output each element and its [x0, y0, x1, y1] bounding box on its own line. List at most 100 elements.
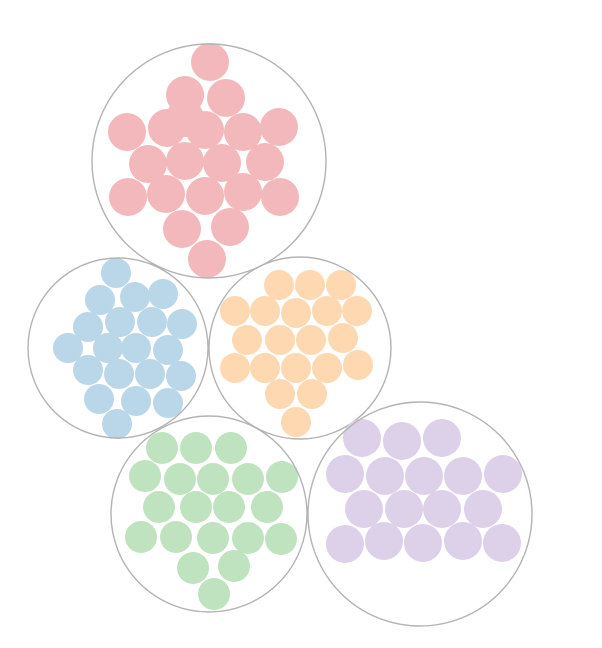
group-member-circle [167, 309, 197, 339]
group-member-circle [197, 522, 229, 554]
group-member-circle [423, 490, 461, 528]
group-member-circle [266, 461, 298, 493]
group-member-circle [312, 353, 342, 383]
group-member-circle [405, 457, 443, 495]
group-member-circle [177, 552, 209, 584]
group-member-circle [120, 282, 150, 312]
group-member-circle [328, 323, 358, 353]
orange-group [208, 256, 392, 440]
group-member-circle [345, 490, 383, 528]
group-member-circle [343, 419, 381, 457]
group-member-circle [188, 240, 226, 278]
group-member-circle [444, 457, 482, 495]
group-member-circle [342, 296, 372, 326]
group-member-circle [84, 384, 114, 414]
group-member-circle [423, 419, 461, 457]
group-member-circle [160, 521, 192, 553]
group-boundary-circle [208, 256, 392, 440]
group-member-circle [137, 307, 167, 337]
purple-group [307, 401, 533, 627]
group-member-circle [220, 296, 250, 326]
group-member-circle [213, 491, 245, 523]
group-boundary-circle [27, 257, 209, 439]
group-member-circle [260, 108, 298, 146]
group-member-circle [180, 491, 212, 523]
group-member-circle [281, 407, 311, 437]
group-member-circle [224, 113, 262, 151]
group-member-circle [366, 457, 404, 495]
group-boundary-circle [91, 43, 327, 279]
group-member-circle [251, 491, 283, 523]
group-member-circle [109, 178, 147, 216]
group-member-circle [343, 350, 373, 380]
group-member-circle [265, 379, 295, 409]
group-member-circle [105, 307, 135, 337]
group-member-circle [53, 333, 83, 363]
group-member-circle [261, 178, 299, 216]
group-member-circle [104, 359, 134, 389]
group-member-circle [215, 432, 247, 464]
group-member-circle [125, 521, 157, 553]
green-group [110, 415, 308, 613]
group-boundary-circle [110, 415, 308, 613]
group-member-circle [129, 145, 167, 183]
group-member-circle [146, 432, 178, 464]
group-member-circle [365, 522, 403, 560]
group-member-circle [296, 325, 326, 355]
group-member-circle [326, 270, 356, 300]
group-member-circle [93, 333, 123, 363]
group-member-circle [250, 296, 280, 326]
group-member-circle [250, 353, 280, 383]
group-member-circle [265, 325, 295, 355]
group-member-circle [312, 296, 342, 326]
group-member-circle [163, 210, 201, 248]
group-member-circle [147, 175, 185, 213]
group-member-circle [265, 523, 297, 555]
group-member-circle [101, 258, 131, 288]
group-member-circle [121, 333, 151, 363]
group-member-circle [232, 325, 262, 355]
group-member-circle [385, 490, 423, 528]
group-member-circle [153, 388, 183, 418]
group-member-circle [129, 460, 161, 492]
group-member-circle [198, 578, 230, 610]
group-member-circle [264, 270, 294, 300]
group-member-circle [108, 113, 146, 151]
group-member-circle [148, 279, 178, 309]
group-member-circle [464, 490, 502, 528]
group-member-circle [186, 177, 224, 215]
group-boundary-circle [307, 401, 533, 627]
group-member-circle [383, 422, 421, 460]
group-member-circle [203, 144, 241, 182]
group-member-circle [73, 355, 103, 385]
group-member-circle [135, 359, 165, 389]
group-member-circle [297, 379, 327, 409]
group-member-circle [153, 335, 183, 365]
group-member-circle [281, 298, 311, 328]
group-member-circle [218, 550, 250, 582]
group-member-circle [121, 386, 151, 416]
group-member-circle [211, 208, 249, 246]
group-member-circle [220, 353, 250, 383]
group-member-circle [281, 353, 311, 383]
group-member-circle [207, 79, 245, 117]
group-member-circle [166, 99, 204, 137]
blue-group [27, 257, 209, 439]
groups-layer [27, 43, 533, 627]
group-member-circle [197, 463, 229, 495]
group-member-circle [191, 43, 229, 81]
group-member-circle [295, 270, 325, 300]
group-member-circle [484, 455, 522, 493]
group-member-circle [246, 143, 284, 181]
group-member-circle [85, 285, 115, 315]
group-member-circle [180, 432, 212, 464]
group-member-circle [232, 463, 264, 495]
group-member-circle [483, 524, 521, 562]
red-group [91, 43, 327, 279]
group-member-circle [224, 173, 262, 211]
group-member-circle [444, 522, 482, 560]
group-member-circle [166, 142, 204, 180]
group-member-circle [143, 491, 175, 523]
group-member-circle [73, 312, 103, 342]
